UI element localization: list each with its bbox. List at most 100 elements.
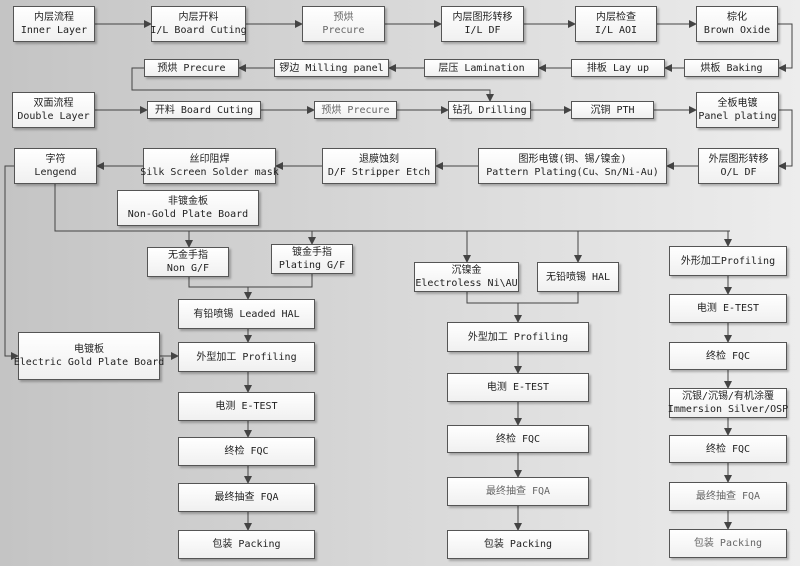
col1-leaded-hal: 有铅喷锡 Leaded HAL xyxy=(178,299,315,329)
col3-profiling: 外形加工Profiling xyxy=(669,246,787,276)
step-label: 层压 Lamination xyxy=(438,62,525,74)
branch-electric-gold: 电镀板 Electric Gold Plate Board xyxy=(14,332,164,380)
col1-fqa: 最终抽查 FQA xyxy=(178,483,315,512)
step-pattern-plating: 图形电镀(铜、锡/镍金) Pattern Plating(Cu、Sn/Ni-Au) xyxy=(478,148,667,184)
col3-packing: 包装 Packing xyxy=(669,529,787,558)
step-zh: 内层开料 xyxy=(178,12,219,23)
step-label: 外型加工 Profiling xyxy=(467,331,569,343)
step-zh: 图形电镀(铜、锡/镍金) xyxy=(518,154,627,165)
step-en: Non-Gold Plate Board xyxy=(127,209,249,220)
step-zh: 内层图形转移 xyxy=(452,12,513,23)
col1-fqc: 终检 FQC xyxy=(178,437,315,466)
step-pth: 沉铜 PTH xyxy=(571,101,654,119)
col3-fqc-1: 终检 FQC xyxy=(669,342,787,370)
col3-fqa: 最终抽查 FQA xyxy=(669,482,787,511)
step-en: Plating G/F xyxy=(278,260,346,271)
step-baking: 烘板 Baking xyxy=(684,59,779,77)
step-zh: 沉镍金 xyxy=(451,265,482,276)
step-zh: 双面流程 xyxy=(33,98,74,109)
step-label: 包装 Packing xyxy=(212,539,281,550)
step-en: Non G/F xyxy=(166,263,210,274)
step-zh: 非镀金板 xyxy=(168,196,208,207)
step-zh: 字符 xyxy=(45,154,66,165)
step-zh: 电镀板 xyxy=(74,344,104,355)
step-double-layer: 双面流程 Double Layer xyxy=(12,92,95,128)
step-en: Panel plating xyxy=(698,111,777,122)
step-label: 开料 Board Cuting xyxy=(154,104,254,116)
step-zh: 外层图形转移 xyxy=(708,154,769,165)
step-en: I/L AOI xyxy=(594,25,638,36)
col1-packing: 包装 Packing xyxy=(178,530,315,559)
step-label: 排板 Lay up xyxy=(586,62,650,74)
step-zh: 镀金手指 xyxy=(292,247,332,258)
step-label: 最终抽查 FQA xyxy=(214,492,279,503)
step-label: 终检 FQC xyxy=(224,446,269,457)
step-label: 外形加工Profiling xyxy=(680,255,776,267)
step-lay-up: 排板 Lay up xyxy=(571,59,665,77)
step-ol-df: 外层图形转移 O/L DF xyxy=(698,148,779,184)
col2-fqc: 终检 FQC xyxy=(447,425,589,453)
step-zh: 全板电镀 xyxy=(717,98,758,109)
step-label: 终检 FQC xyxy=(705,350,751,362)
step-zh: 退膜蚀刻 xyxy=(359,154,399,165)
step-label: 最终抽查 FQA xyxy=(695,491,761,502)
col3-immersion-silver-osp: 沉银/沉锡/有机涂覆 Immersion Silver/OSP xyxy=(667,388,789,418)
step-label: 无铅喷锡 HAL xyxy=(545,271,611,283)
step-label: 电测 E-TEST xyxy=(696,303,760,314)
branch-electroless-niau: 沉镍金 Electroless Ni\AU xyxy=(414,262,519,292)
step-board-cuting: 开料 Board Cuting xyxy=(147,101,261,119)
step-label: 终检 FQC xyxy=(705,443,751,455)
step-panel-plating: 全板电镀 Panel plating xyxy=(696,92,779,128)
step-label: 锣边 Milling panel xyxy=(279,62,384,74)
step-solder-mask: 丝印阻焊 Silk Screen Solder mask xyxy=(140,148,279,184)
step-zh: 内层流程 xyxy=(34,12,74,23)
step-en: Electroless Ni\AU xyxy=(415,278,518,289)
step-en: Lengend xyxy=(34,167,77,178)
step-en: Double Layer xyxy=(17,111,90,122)
step-en: I/L DF xyxy=(464,25,501,36)
step-precure-double: 预烘 Precure xyxy=(314,101,397,119)
step-en: Immersion Silver/OSP xyxy=(667,404,789,415)
step-lamination: 层压 Lamination xyxy=(424,59,539,77)
branch-lead-free-hal: 无铅喷锡 HAL xyxy=(537,262,619,292)
step-milling-panel: 锣边 Milling panel xyxy=(274,59,389,77)
step-zh: 内层检查 xyxy=(596,12,636,23)
step-en: D/F Stripper Etch xyxy=(327,167,431,178)
step-brown-oxide: 棕化 Brown Oxide xyxy=(696,6,778,42)
step-df-stripper-etch: 退膜蚀刻 D/F Stripper Etch xyxy=(322,148,436,184)
step-en: O/L DF xyxy=(720,167,757,178)
col1-etest: 电测 E-TEST xyxy=(178,392,315,421)
step-legend: 字符 Lengend xyxy=(14,148,97,184)
step-label: 烘板 Baking xyxy=(700,62,763,74)
col2-packing: 包装 Packing xyxy=(447,530,589,559)
step-il-aoi: 内层检查 I/L AOI xyxy=(575,6,657,42)
step-en: Inner Layer xyxy=(20,25,88,36)
step-il-df: 内层图形转移 I/L DF xyxy=(441,6,524,42)
step-drilling: 钻孔 Drilling xyxy=(448,101,531,119)
step-zh: 丝印阻焊 xyxy=(189,154,230,165)
step-inner-layer: 内层流程 Inner Layer xyxy=(13,6,95,42)
col2-profiling: 外型加工 Profiling xyxy=(447,322,589,352)
step-zh: 沉银/沉锡/有机涂覆 xyxy=(681,391,775,402)
step-label: 包装 Packing xyxy=(483,539,553,550)
step-en: Pattern Plating(Cu、Sn/Ni-Au) xyxy=(486,167,659,178)
step-label: 最终抽查 FQA xyxy=(485,486,551,497)
step-label: 沉铜 PTH xyxy=(590,104,635,116)
branch-non-gold-plate: 非镀金板 Non-Gold Plate Board xyxy=(117,190,259,226)
step-label: 电测 E-TEST xyxy=(486,382,550,393)
col3-fqc-2: 终检 FQC xyxy=(669,435,787,463)
step-zh: 棕化 xyxy=(727,12,747,23)
col1-profiling: 外型加工 Profiling xyxy=(178,342,315,372)
step-label: 外型加工 Profiling xyxy=(196,351,297,363)
step-en: I/L Board Cuting xyxy=(150,25,247,36)
step-en: Silk Screen Solder mask xyxy=(140,167,279,178)
step-en: Brown Oxide xyxy=(703,25,771,36)
step-label: 钻孔 Drilling xyxy=(452,104,527,116)
step-il-board-cuting: 内层开料 I/L Board Cuting xyxy=(150,6,247,42)
step-en: Precure xyxy=(322,25,365,36)
step-en: Electric Gold Plate Board xyxy=(13,357,165,368)
step-label: 预烘 Precure xyxy=(157,62,226,74)
step-label: 电测 E-TEST xyxy=(215,401,278,412)
